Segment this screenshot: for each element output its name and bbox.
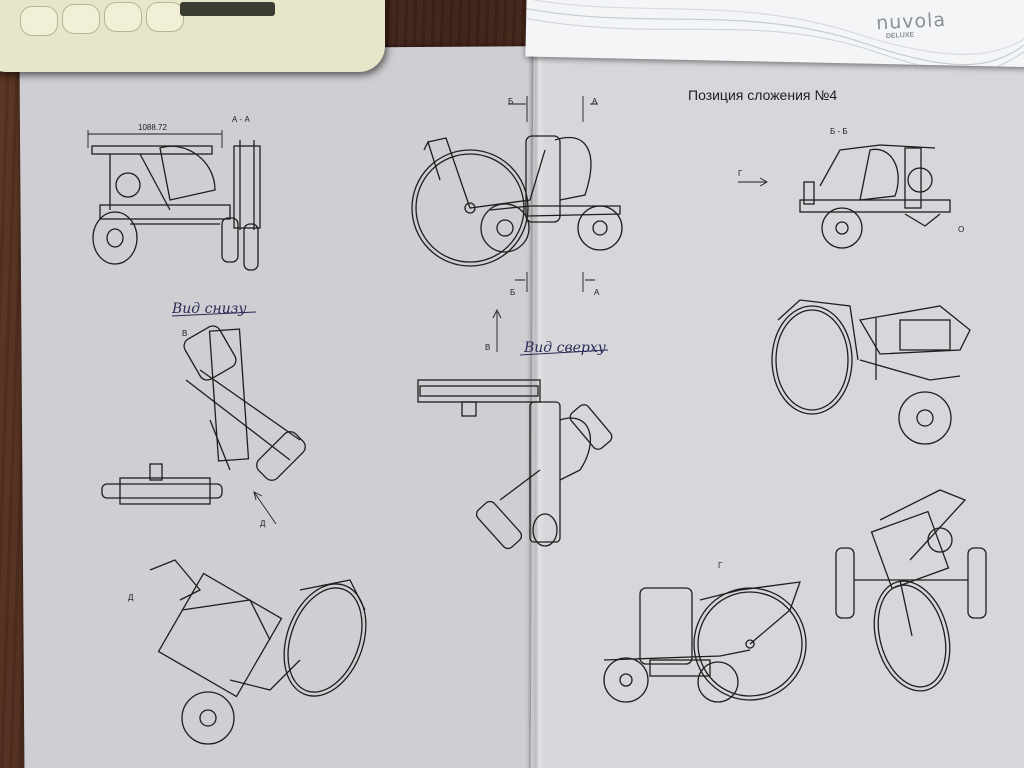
section-bb-label: Б - Б	[830, 127, 848, 136]
view-g-label: Г	[718, 561, 723, 570]
arrow-d-label: Д	[260, 519, 266, 528]
view-perspective-bottom-right-drawing	[835, 489, 987, 692]
section-b-top-label: Б	[508, 97, 513, 106]
section-aa-label: А - А	[232, 115, 250, 124]
view-b-bottom-drawing	[101, 325, 306, 525]
phone-display	[180, 2, 275, 16]
handwritten-underline	[519, 349, 609, 356]
view-perspective-right-drawing	[771, 299, 971, 445]
arrow-g-label: Г	[738, 169, 743, 178]
view-top-drawing	[417, 308, 613, 550]
view-v-label: В	[182, 329, 187, 338]
arrow-v-label: В	[485, 343, 490, 352]
view-center-side-drawing	[411, 96, 623, 292]
phone-key	[146, 2, 184, 32]
phone-key	[104, 2, 142, 32]
telephone-base	[0, 0, 385, 72]
view-d-label: Д	[128, 593, 134, 602]
section-b-bottom-label: Б	[510, 288, 515, 297]
phone-key	[62, 4, 100, 34]
view-bb-drawing	[738, 144, 951, 249]
sheet-fold	[528, 44, 546, 768]
booklet-swirl-graphic	[526, 0, 1024, 68]
sheet-title: Позиция сложения №4	[688, 87, 837, 103]
section-a-bottom-label: А	[594, 288, 600, 297]
handwritten-underline	[171, 311, 257, 317]
view-g-side-drawing	[603, 581, 807, 703]
phone-key	[20, 6, 58, 36]
nuvola-booklet: nuvola DELUXE	[525, 0, 1024, 68]
dimension-label: 1088.72	[138, 123, 167, 132]
section-a-top-label: А	[592, 97, 598, 106]
view-o-label: О	[958, 225, 964, 234]
handwritten-top-view: Вид сверху	[523, 340, 607, 356]
view-d-perspective-drawing	[149, 559, 367, 745]
view-aa-side-drawing	[87, 130, 261, 271]
